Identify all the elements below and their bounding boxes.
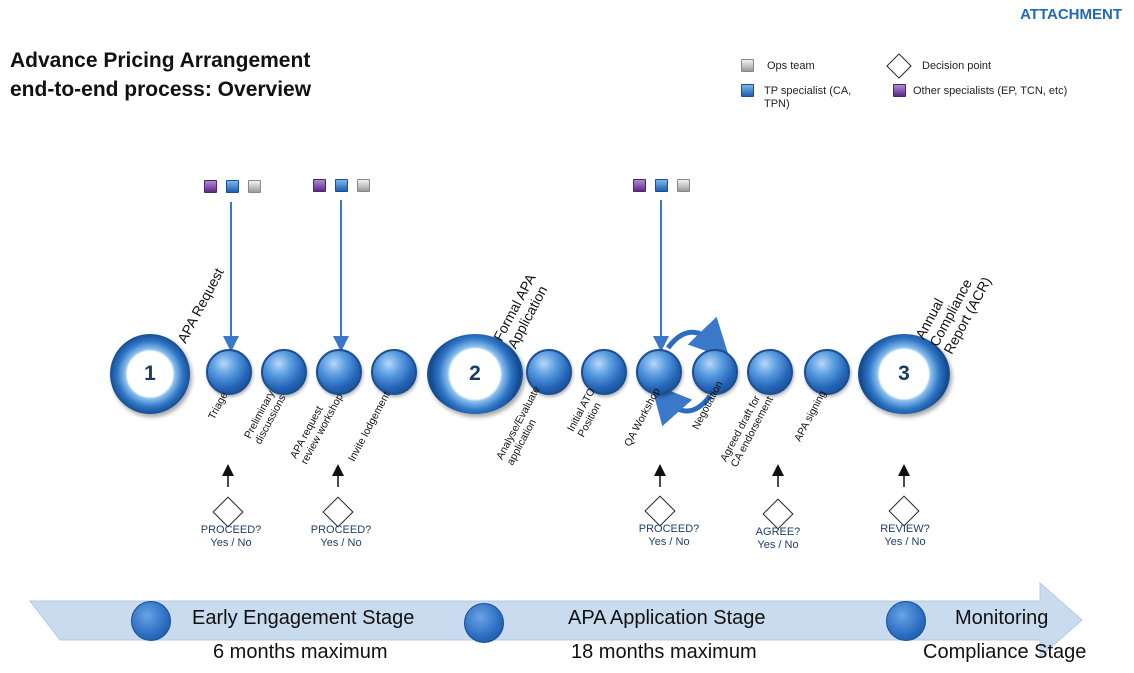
step-initial-ato-position (581, 349, 627, 395)
step-apa-request-review-workshop (316, 349, 362, 395)
ops-team-icon (677, 179, 690, 192)
decision-2-answer: Yes / No (320, 537, 362, 549)
ops-team-icon (741, 59, 754, 72)
milestone-2: 2 (427, 334, 523, 414)
milestone-2-number: 2 (469, 362, 481, 385)
decision-3-question: PROCEED? (638, 523, 700, 535)
attachment-label: ATTACHMENT (1020, 6, 1122, 23)
tp-specialist-icon (741, 84, 754, 97)
decision-2-question: PROCEED? (310, 524, 372, 536)
page-title: Advance Pricing Arrangement end-to-end p… (10, 46, 311, 104)
decision-1-answer: Yes / No (210, 537, 252, 549)
decision-5-answer: Yes / No (884, 536, 926, 548)
decision-2: PROCEED? Yes / No (296, 524, 386, 550)
stage-dot-early (131, 601, 171, 641)
decision-4: AGREE? Yes / No (733, 526, 823, 552)
decision-5-question: REVIEW? (880, 523, 930, 535)
decision-1: PROCEED? Yes / No (186, 524, 276, 550)
step-apa-signing (804, 349, 850, 395)
milestone-1-number: 1 (144, 362, 156, 385)
step-agreed-draft (747, 349, 793, 395)
stage-early-duration: 6 months maximum (213, 641, 388, 663)
tp-specialist-icon (335, 179, 348, 192)
stage-monitoring-duration: Compliance Stage (923, 641, 1087, 663)
negotiation-loop-top (665, 316, 730, 360)
other-specialists-icon (204, 180, 217, 193)
title-line-2: end-to-end process: Overview (10, 78, 312, 101)
ops-team-icon (357, 179, 370, 192)
other-specialists-icon (893, 84, 906, 97)
stage-monitoring-name: Monitoring (955, 607, 1049, 629)
decision-4-answer: Yes / No (757, 539, 799, 551)
stage-dot-monitoring (886, 601, 926, 641)
decision-4-question: AGREE? (755, 526, 801, 538)
legend-tp-line1: TP specialist (CA, (764, 85, 852, 97)
legend-ops-team: Ops team (767, 60, 815, 72)
stage-application-name: APA Application Stage (568, 607, 766, 629)
ops-team-icon (248, 180, 261, 193)
stage-dot-application (464, 603, 504, 643)
step-invite-lodgement (371, 349, 417, 395)
tp-specialist-icon (655, 179, 668, 192)
milestone-3: 3 (858, 334, 950, 414)
other-specialists-icon (313, 179, 326, 192)
legend-other-specialists: Other specialists (EP, TCN, etc) (913, 85, 1068, 97)
step-negotiation (692, 349, 738, 395)
stage-application-duration: 18 months maximum (571, 641, 757, 663)
milestone-1: 1 (110, 334, 190, 414)
legend-tp-specialist: TP specialist (CA, TPN) (764, 85, 851, 111)
stage-arrow-band (28, 581, 1083, 659)
tp-specialist-icon (226, 180, 239, 193)
milestone-3-number: 3 (898, 362, 910, 385)
title-line-1: Advance Pricing Arrangement (10, 49, 311, 72)
decision-1-question: PROCEED? (200, 524, 262, 536)
decision-3-answer: Yes / No (648, 536, 690, 548)
step-preliminary-discussions (261, 349, 307, 395)
stage-early-name: Early Engagement Stage (192, 607, 415, 629)
other-specialists-icon (633, 179, 646, 192)
step-triage (206, 349, 252, 395)
step-analyse-evaluate (526, 349, 572, 395)
step-qa-workshop (636, 349, 682, 395)
negotiation-loop-bottom (650, 383, 712, 427)
legend-decision-point: Decision point (922, 60, 992, 72)
decision-3: PROCEED? Yes / No (624, 523, 714, 549)
decision-5: REVIEW? Yes / No (860, 523, 950, 549)
legend-tp-line2: TPN) (764, 98, 790, 110)
